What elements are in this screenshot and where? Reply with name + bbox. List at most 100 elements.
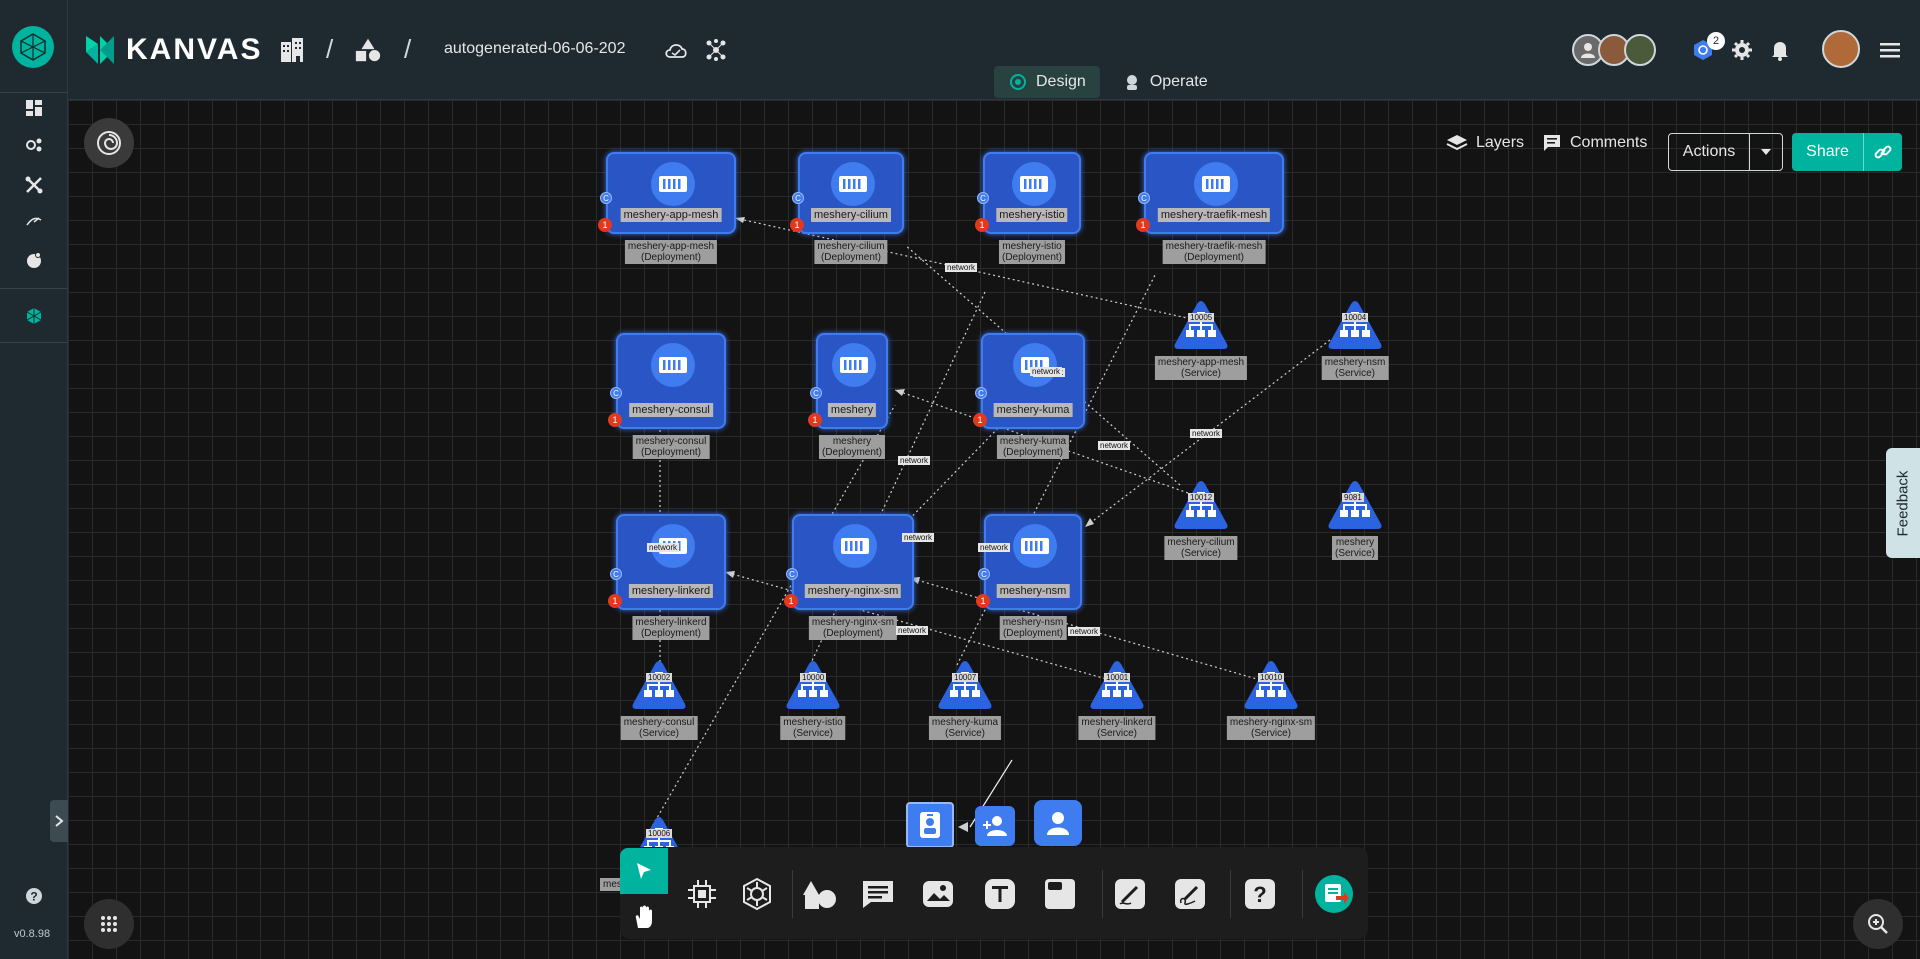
service-node[interactable] [1088, 658, 1146, 712]
share-control: Share [1792, 133, 1902, 171]
service-port-label: 10007 [952, 673, 979, 682]
pan-tool-button[interactable] [620, 894, 668, 940]
connector-handle[interactable]: C [977, 192, 989, 204]
error-count-badge[interactable]: 1 [976, 594, 990, 608]
apps-fab-button[interactable] [84, 899, 134, 949]
service-node[interactable] [1242, 658, 1300, 712]
connector-handle[interactable]: C [1138, 192, 1150, 204]
error-count-badge[interactable]: 1 [784, 594, 798, 608]
collaborator-avatars[interactable] [1572, 34, 1656, 66]
sidebar-item-kanvas[interactable] [22, 304, 46, 328]
feedback-tab[interactable]: Feedback [1886, 448, 1920, 558]
deployment-node[interactable]: meshery-consul [616, 333, 726, 429]
help-button[interactable]: ? [24, 886, 44, 906]
app-version: v0.8.98 [14, 928, 51, 940]
comment-tool-button[interactable] [858, 874, 898, 914]
image-tool-button[interactable] [918, 874, 958, 914]
kanvas-brand[interactable]: KANVAS [82, 32, 262, 68]
service-caption-name: mes [603, 879, 622, 890]
role-node[interactable] [1034, 800, 1082, 846]
breadcrumb-separator: / [404, 34, 412, 64]
actions-dropdown-toggle[interactable] [1750, 134, 1782, 170]
service-account-node[interactable] [906, 802, 954, 848]
deployment-node[interactable]: meshery-nginx-sm [792, 514, 914, 610]
deployment-node[interactable]: meshery-cilium [798, 152, 904, 234]
connector-handle[interactable]: C [975, 387, 987, 399]
connector-handle[interactable]: C [610, 387, 622, 399]
connector-handle[interactable]: C [810, 387, 822, 399]
kubernetes-tool-button[interactable] [737, 874, 777, 914]
tab-design[interactable]: Design [994, 66, 1100, 98]
deployment-node[interactable]: meshery-linkerd [616, 514, 726, 610]
kubernetes-contexts-button[interactable]: 2 [1691, 32, 1725, 62]
tab-operate[interactable]: Operate [1108, 66, 1222, 98]
sidebar-item-lifecycle[interactable] [22, 133, 46, 157]
connector-handle[interactable]: C [792, 192, 804, 204]
deployment-node[interactable]: meshery-istio [983, 152, 1081, 234]
copy-link-button[interactable] [1864, 133, 1902, 171]
connector-handle[interactable]: C [978, 568, 990, 580]
sidebar-expand-button[interactable] [50, 800, 68, 842]
service-node[interactable] [630, 658, 688, 712]
error-count-badge[interactable]: 1 [790, 218, 804, 232]
error-count-badge[interactable]: 1 [608, 594, 622, 608]
sidebar-item-extensions[interactable] [22, 248, 46, 272]
section-tool-button[interactable] [1040, 874, 1080, 914]
connector-handle[interactable]: C [786, 568, 798, 580]
menu-button[interactable] [1878, 38, 1902, 62]
design-graph-button[interactable] [702, 36, 730, 64]
comments-button[interactable]: Comments [1542, 133, 1647, 153]
service-node[interactable] [1326, 478, 1384, 532]
organization-button[interactable] [278, 36, 306, 64]
help-tool-button[interactable]: ? [1240, 874, 1280, 914]
deployment-node[interactable]: meshery-traefik-mesh [1144, 152, 1284, 234]
signature-tool-button[interactable] [1170, 874, 1210, 914]
service-node[interactable] [1172, 478, 1230, 532]
actions-dropdown[interactable]: Actions [1668, 133, 1783, 171]
connector-handle[interactable]: C [610, 568, 622, 580]
kanvas-fab-button[interactable] [84, 118, 134, 168]
workspace-button[interactable] [354, 36, 382, 64]
pen-tool-button[interactable] [1110, 874, 1150, 914]
error-count-badge[interactable]: 1 [808, 413, 822, 427]
sidebar-item-dashboard[interactable] [22, 96, 46, 120]
service-node[interactable] [1326, 298, 1384, 352]
error-count-badge[interactable]: 1 [1136, 218, 1150, 232]
service-node[interactable] [784, 658, 842, 712]
deployment-node[interactable]: meshery-app-mesh [606, 152, 736, 234]
component-tool-button[interactable] [682, 874, 722, 914]
notifications-button[interactable] [1768, 38, 1792, 62]
connector-handle[interactable]: C [600, 192, 612, 204]
actions-button[interactable]: Actions [1669, 134, 1750, 170]
export-tool-button[interactable] [1314, 874, 1354, 914]
sidebar-item-configuration[interactable] [22, 173, 46, 197]
service-node[interactable] [936, 658, 994, 712]
share-button[interactable]: Share [1792, 133, 1864, 171]
deployment-label: meshery-traefik-mesh [1157, 208, 1271, 222]
deployment-caption-name: meshery-app-mesh [627, 241, 715, 252]
error-count-badge[interactable]: 1 [973, 413, 987, 427]
deployment-node[interactable]: meshery [816, 333, 888, 429]
design-name[interactable]: autogenerated-06-06-202 [444, 40, 626, 57]
error-count-badge[interactable]: 1 [598, 218, 612, 232]
user-avatar[interactable] [1822, 30, 1860, 68]
text-tool-button[interactable] [980, 874, 1020, 914]
layers-button[interactable]: Layers [1446, 133, 1524, 153]
design-mode-icon [1010, 74, 1026, 90]
cloud-sync-button[interactable] [662, 36, 690, 64]
error-count-badge[interactable]: 1 [608, 413, 622, 427]
network-icon [706, 39, 726, 61]
meshery-logo-icon[interactable] [12, 26, 54, 68]
role-binding-node[interactable] [975, 806, 1015, 846]
service-node[interactable] [1172, 298, 1230, 352]
service-caption-name: meshery-app-mesh [1157, 357, 1245, 368]
service-caption-kind: (Service) [1180, 368, 1221, 379]
settings-button[interactable] [1730, 38, 1754, 62]
error-count-badge[interactable]: 1 [975, 218, 989, 232]
shapes-tool-button[interactable] [800, 874, 840, 914]
deployment-node[interactable]: meshery-nsm [984, 514, 1082, 610]
deployment-node[interactable]: meshery-kuma [981, 333, 1085, 429]
select-tool-button[interactable] [620, 848, 668, 894]
zoom-button[interactable] [1853, 899, 1903, 949]
sidebar-item-performance[interactable] [22, 210, 46, 234]
